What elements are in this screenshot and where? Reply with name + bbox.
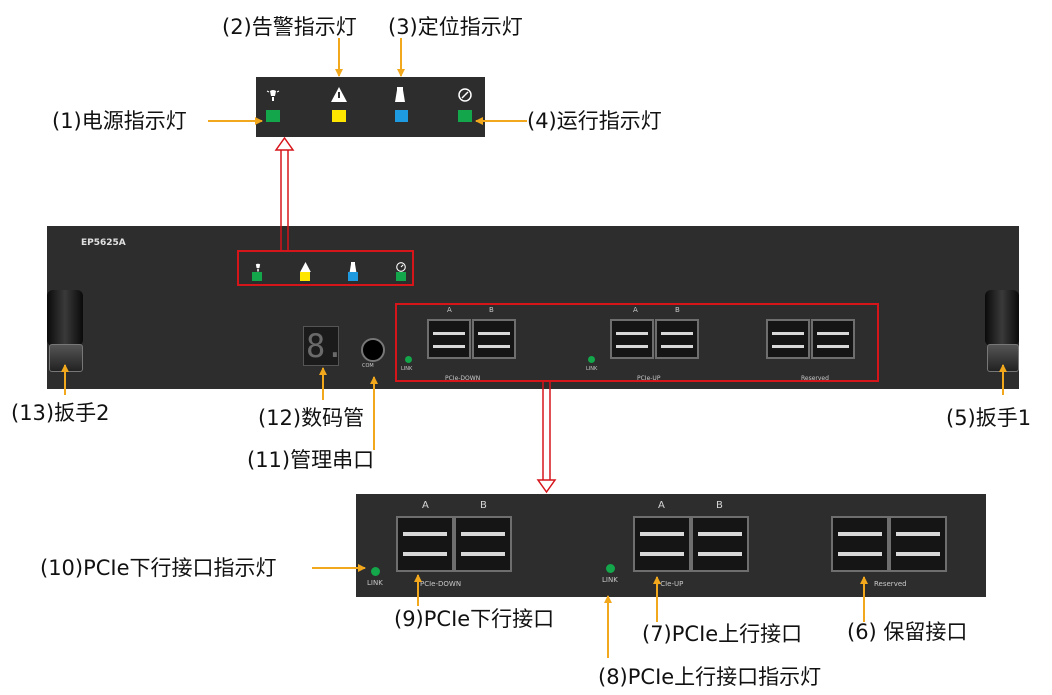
ports-panel-zoom: A B LINK PCIe-DOWN A B LINK PCIe-UP Rese… xyxy=(356,494,986,597)
callout-locate-led: (3)定位指示灯 xyxy=(388,15,523,39)
pcie-down-group-label: PCIe-DOWN xyxy=(445,375,481,382)
zoom-pcie-down-group-label: PCIe-DOWN xyxy=(420,580,462,588)
pcie-down-port-b[interactable] xyxy=(472,319,516,359)
indicator-highlight-box xyxy=(237,250,414,286)
callout-handle-1: (5)扳手1 xyxy=(946,406,1032,430)
zoom-port-b-label-up: B xyxy=(716,500,723,511)
run-gauge-icon xyxy=(458,87,472,102)
zoom-pcie-up-link-led xyxy=(606,564,615,573)
com-port[interactable] xyxy=(361,338,385,362)
callout-pcie-down-port: (9)PCIe下行接口 xyxy=(394,607,555,631)
locate-icon-small xyxy=(349,257,357,276)
power-bulb-icon-small xyxy=(253,258,263,277)
handle-2[interactable] xyxy=(47,290,83,346)
zoom-pcie-up-port-a[interactable] xyxy=(633,516,691,572)
callout-reserved-port: (6) 保留接口 xyxy=(847,620,968,644)
reserved-port-b[interactable] xyxy=(811,319,855,359)
callout-handle-2: (13)扳手2 xyxy=(11,401,110,425)
power-led-small xyxy=(252,272,262,281)
zoom-reserved-port-a[interactable] xyxy=(831,516,889,572)
locate-led-small xyxy=(348,272,358,281)
zoom-pcie-up-group-label: PCIe-UP xyxy=(656,580,684,588)
zoom-pcie-down-port-a[interactable] xyxy=(396,516,454,572)
zoom-pcie-down-link-label: LINK xyxy=(367,579,383,587)
zoom-reserved-group-label: Reserved xyxy=(874,580,907,588)
locate-led xyxy=(395,110,408,122)
callout-alarm-led: (2)告警指示灯 xyxy=(222,15,357,39)
callout-pcie-up-port: (7)PCIe上行接口 xyxy=(642,622,803,646)
callout-power-led: (1)电源指示灯 xyxy=(52,109,187,133)
model-label: EP5625A xyxy=(81,238,126,248)
port-b-label-up: B xyxy=(675,306,680,314)
alarm-warning-icon xyxy=(331,87,347,102)
red-arrow-down xyxy=(536,382,557,494)
seven-segment-display: 8. xyxy=(303,326,345,366)
zoom-reserved-port-b[interactable] xyxy=(889,516,947,572)
alarm-led xyxy=(332,110,346,122)
power-bulb-icon xyxy=(266,88,280,102)
zoom-pcie-up-port-b[interactable] xyxy=(691,516,749,572)
zoom-port-a-label-up: A xyxy=(658,500,665,511)
reserved-group-label: Reserved xyxy=(801,375,829,382)
callout-pcie-up-link: (8)PCIe上行接口指示灯 xyxy=(598,665,822,689)
red-arrow-up xyxy=(274,136,295,250)
pcie-up-link-label: LINK xyxy=(586,366,598,372)
run-led-small xyxy=(396,272,406,281)
callout-pcie-down-link: (10)PCIe下行接口指示灯 xyxy=(40,556,277,580)
com-label: COM xyxy=(362,363,374,369)
callout-com-port: (11)管理串口 xyxy=(247,448,375,472)
zoom-pcie-down-link-led xyxy=(371,567,380,576)
port-a-label-up: A xyxy=(633,306,638,314)
pcie-down-link-led xyxy=(405,356,412,363)
pcie-up-group-label: PCIe-UP xyxy=(637,375,661,382)
pcie-up-port-b[interactable] xyxy=(655,319,699,359)
pcie-down-link-label: LINK xyxy=(401,366,413,372)
handle-1[interactable] xyxy=(985,290,1019,346)
alarm-warning-icon-small xyxy=(300,257,311,276)
run-gauge-icon-small xyxy=(396,257,406,276)
run-led xyxy=(458,110,472,122)
zoom-pcie-down-port-b[interactable] xyxy=(454,516,512,572)
callout-seg-display: (12)数码管 xyxy=(258,406,365,430)
device-front-panel: EP5625A 8. COM A B LINK PCIe-DOWN A B xyxy=(47,226,1019,389)
pcie-up-link-led xyxy=(588,356,595,363)
zoom-pcie-up-link-label: LINK xyxy=(602,576,618,584)
pcie-up-port-a[interactable] xyxy=(610,319,654,359)
pcie-down-port-a[interactable] xyxy=(427,319,471,359)
zoom-port-b-label-down: B xyxy=(480,500,487,511)
reserved-port-a[interactable] xyxy=(766,319,810,359)
power-led xyxy=(266,110,280,122)
port-b-label-down: B xyxy=(489,306,494,314)
port-a-label-down: A xyxy=(447,306,452,314)
callout-run-led: (4)运行指示灯 xyxy=(527,109,662,133)
locate-icon xyxy=(394,87,406,102)
zoom-port-a-label-down: A xyxy=(422,500,429,511)
alarm-led-small xyxy=(300,272,310,281)
ports-highlight-box xyxy=(395,303,879,382)
indicator-panel-zoom xyxy=(256,77,485,137)
seven-segment-digit: 8. xyxy=(306,327,345,365)
